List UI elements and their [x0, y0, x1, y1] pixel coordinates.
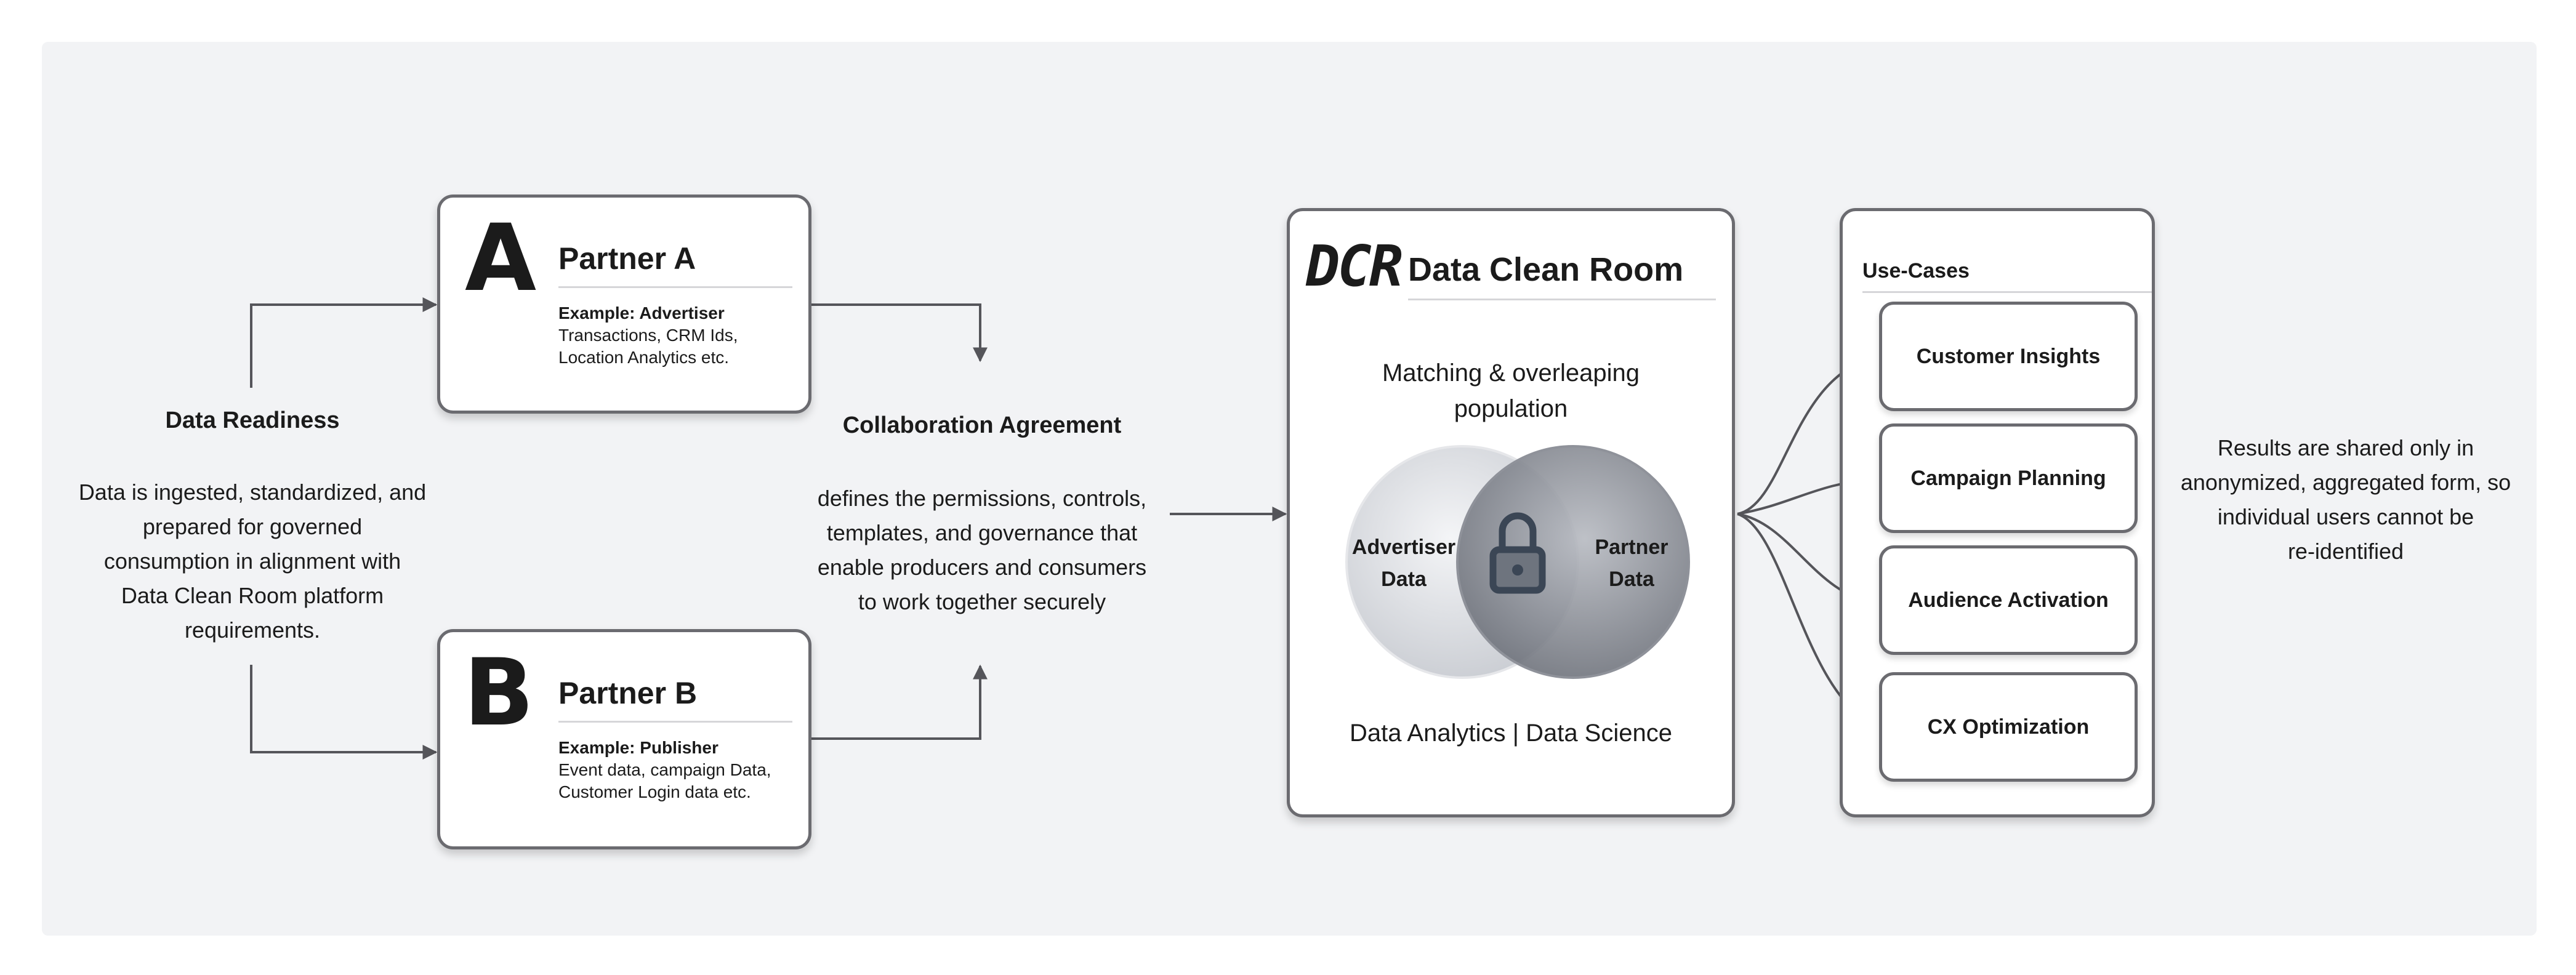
partner-a-example-label: Example: Advertiser	[558, 303, 725, 323]
partner-a-detail-line: Location Analytics etc.	[558, 348, 730, 367]
data-readiness-title: Data Readiness	[165, 407, 340, 433]
partner-b-card: B Partner B Example: Publisher Event dat…	[437, 629, 811, 849]
dcr-divider	[1408, 299, 1716, 300]
partner-a-detail-line: Transactions, CRM Ids,	[558, 326, 738, 345]
venn-partner-circle	[1456, 445, 1690, 679]
arrow-readiness-to-partner-b	[250, 665, 438, 760]
partner-b-detail-line: Customer Login data etc.	[558, 782, 751, 801]
partner-a-title: Partner A	[558, 241, 696, 276]
use-case-cx-optimization: CX Optimization	[1879, 672, 2138, 782]
arrow-readiness-to-partner-a	[250, 297, 438, 388]
partner-a-logo: A	[465, 205, 537, 312]
use-case-campaign-planning: Campaign Planning	[1879, 423, 2138, 533]
venn-right-label: Partner Data	[1595, 536, 1668, 591]
dcr-title: Data Clean Room	[1408, 251, 1684, 288]
use-cases-title: Use-Cases	[1862, 259, 1970, 283]
arrow-partner-a-to-agreement	[811, 303, 988, 363]
lock-icon	[1489, 512, 1546, 594]
use-cases-divider	[1862, 291, 2152, 293]
collaboration-agreement-title: Collaboration Agreement	[842, 412, 1122, 438]
dcr-logo: DCR	[1306, 233, 1403, 299]
partner-b-detail-line: Event data, campaign Data,	[558, 760, 771, 779]
use-case-audience-activation: Audience Activation	[1879, 545, 2138, 655]
arrow-partner-b-to-agreement	[811, 664, 988, 740]
partner-b-divider	[558, 721, 792, 723]
lock-keyhole	[1512, 564, 1523, 576]
partner-b-title: Partner B	[558, 676, 698, 710]
collaboration-agreement-description: defines the permissions, controls, templ…	[817, 486, 1147, 614]
dcr-subtitle: Matching & overleaping population	[1382, 359, 1640, 422]
use-case-customer-insights: Customer Insights	[1879, 302, 2138, 411]
partner-b-logo: B	[464, 640, 534, 747]
results-description: Results are shared only in anonymized, a…	[2180, 435, 2511, 564]
partner-b-example-label: Example: Publisher	[558, 738, 718, 757]
venn-diagram	[1345, 445, 1690, 679]
dcr-footer: Data Analytics | Data Science	[1350, 720, 1672, 747]
data-readiness-description: Data is ingested, standardized, and prep…	[78, 479, 427, 643]
partner-a-divider	[558, 286, 792, 288]
venn-left-label: Advertiser Data	[1351, 536, 1456, 591]
partner-a-card: A Partner A Example: Advertiser Transact…	[437, 195, 811, 414]
data-clean-room-card: DCR Data Clean Room Matching & overleapi…	[1287, 208, 1735, 817]
